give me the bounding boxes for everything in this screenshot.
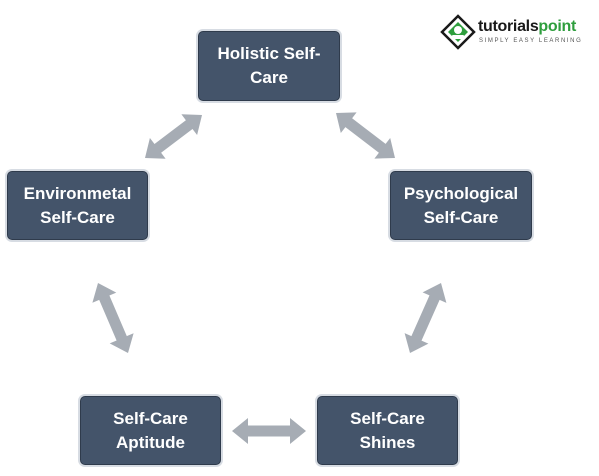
- node-label-line2: Shines: [359, 432, 416, 452]
- logo-wordmark: tutorialspoint: [478, 18, 576, 36]
- logo-tagline: SIMPLY EASY LEARNING: [479, 38, 583, 44]
- node-self-care-shines: Self-Care Shines: [317, 396, 458, 465]
- arrow-aptitude-shines: [232, 418, 306, 444]
- node-label-line1: Self-Care: [113, 408, 188, 428]
- node-environmental-self-care: Environmetal Self-Care: [7, 171, 148, 240]
- node-holistic-self-care: Holistic Self- Care: [198, 31, 340, 101]
- tutorialspoint-logo: tutorialspoint SIMPLY EASY LEARNING: [440, 14, 590, 52]
- logo-wordmark-accent: point: [538, 18, 577, 35]
- node-label-line2: Care: [250, 68, 288, 87]
- node-label-line1: Holistic Self-: [217, 44, 321, 63]
- arrow-holistic-environmental: [145, 114, 202, 159]
- node-label-line1: Self-Care: [350, 408, 425, 428]
- node-label-line2: Aptitude: [116, 432, 185, 452]
- node-label-line2: Self-Care: [423, 207, 499, 227]
- node-label-line1: Psychological: [403, 183, 519, 203]
- node-label-line2: Self-Care: [40, 207, 115, 227]
- node-label-line1: Environmetal: [23, 183, 132, 203]
- node-psychological-self-care: Psychological Self-Care: [390, 171, 532, 240]
- arrow-psychological-shines: [404, 283, 447, 353]
- tutorialspoint-logo-icon: [440, 14, 476, 50]
- node-self-care-aptitude: Self-Care Aptitude: [80, 396, 221, 465]
- logo-wordmark-main: tutorials: [478, 18, 539, 35]
- arrow-holistic-psychological: [336, 112, 395, 159]
- arrow-environmental-aptitude: [92, 283, 134, 353]
